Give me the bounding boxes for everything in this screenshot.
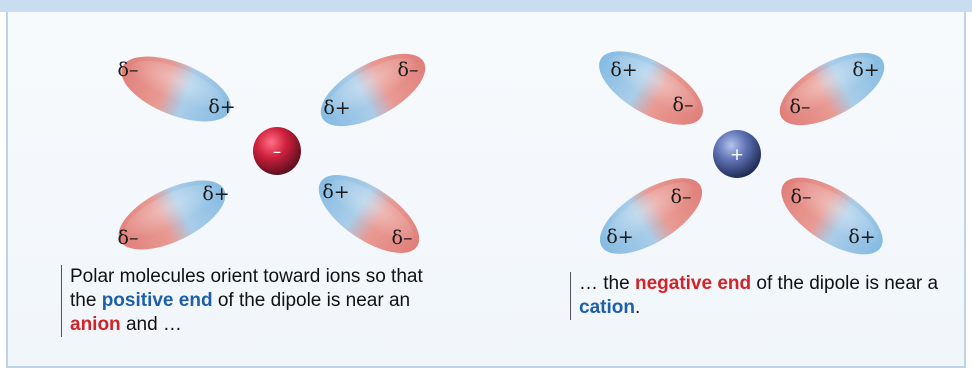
partial-charge-label: δ+ [202, 183, 229, 205]
partial-charge-label: δ– [118, 59, 139, 81]
dipole-molecule [588, 163, 714, 269]
cation-hydration-group: δ+ δ– δ+ δ– δ+ δ– δ+ δ– + [588, 36, 896, 269]
partial-charge-label: δ+ [848, 226, 875, 248]
dipole-molecule [310, 39, 437, 141]
anion-highlight: anion [70, 314, 121, 335]
cation-highlight: cation [579, 297, 635, 318]
cation-caption: … the negative end of the dipole is near… [570, 272, 939, 320]
anion-charge-sign: – [273, 142, 282, 162]
partial-charge-label: δ+ [208, 96, 235, 118]
partial-charge-label: δ– [398, 59, 419, 81]
anion-caption: Polar molecules orient toward ions so th… [61, 265, 430, 337]
caption-text: . [635, 297, 640, 318]
partial-charge-label: δ– [791, 186, 812, 208]
caption-text: of the dipole is near an [213, 290, 411, 311]
dipole-molecule [769, 38, 896, 140]
dipole-molecule [769, 163, 895, 270]
dipole-molecule [112, 43, 239, 135]
partial-charge-label: δ– [392, 227, 413, 249]
anion-sphere: – [253, 127, 301, 175]
partial-charge-label: δ+ [610, 59, 637, 81]
partial-charge-label: δ– [673, 94, 694, 116]
partial-charge-label: δ– [790, 96, 811, 118]
dipole-molecule [588, 36, 714, 139]
dipole-molecule [306, 160, 431, 268]
partial-charge-label: δ+ [323, 97, 350, 119]
partial-charge-label: δ– [671, 186, 692, 208]
negative-end-highlight: negative end [635, 273, 751, 294]
anion-hydration-group: δ– δ+ δ– δ+ δ– δ+ δ– δ+ – [108, 39, 436, 268]
positive-end-highlight: positive end [102, 290, 213, 311]
cation-sphere: + [713, 130, 761, 178]
partial-charge-label: δ– [118, 227, 139, 249]
partial-charge-label: δ+ [852, 59, 879, 81]
caption-text: and … [121, 314, 182, 335]
partial-charge-label: δ+ [606, 226, 633, 248]
caption-text: of the dipole is near a [751, 273, 938, 294]
cation-charge-sign: + [730, 145, 744, 165]
dipole-molecule [108, 166, 235, 264]
partial-charge-label: δ+ [322, 181, 349, 203]
caption-text: … the [579, 273, 635, 294]
